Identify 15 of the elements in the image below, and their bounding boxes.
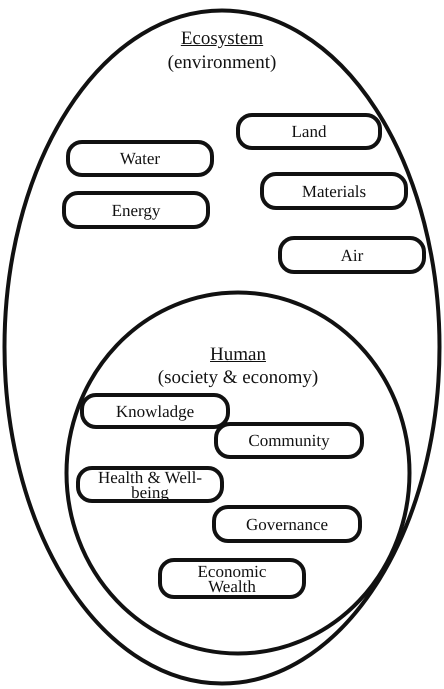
- category-pill: Knowladge: [80, 393, 230, 429]
- region-heading: Ecosystem: [180, 28, 264, 49]
- ellipse-region: [2, 8, 442, 686]
- category-pill: Energy: [62, 191, 210, 229]
- region-subheading: (environment): [168, 52, 276, 73]
- category-pill: Governance: [212, 505, 362, 543]
- region-heading: Human: [210, 344, 266, 365]
- category-pill: Community: [214, 422, 364, 459]
- category-pill: Air: [278, 236, 426, 274]
- category-pill: Land: [236, 113, 382, 150]
- ellipse-region: [64, 290, 412, 656]
- category-pill: Materials: [260, 172, 408, 210]
- category-pill: Water: [66, 140, 214, 177]
- region-subheading: (society & economy): [158, 367, 318, 388]
- category-pill: Economic Wealth: [158, 558, 306, 599]
